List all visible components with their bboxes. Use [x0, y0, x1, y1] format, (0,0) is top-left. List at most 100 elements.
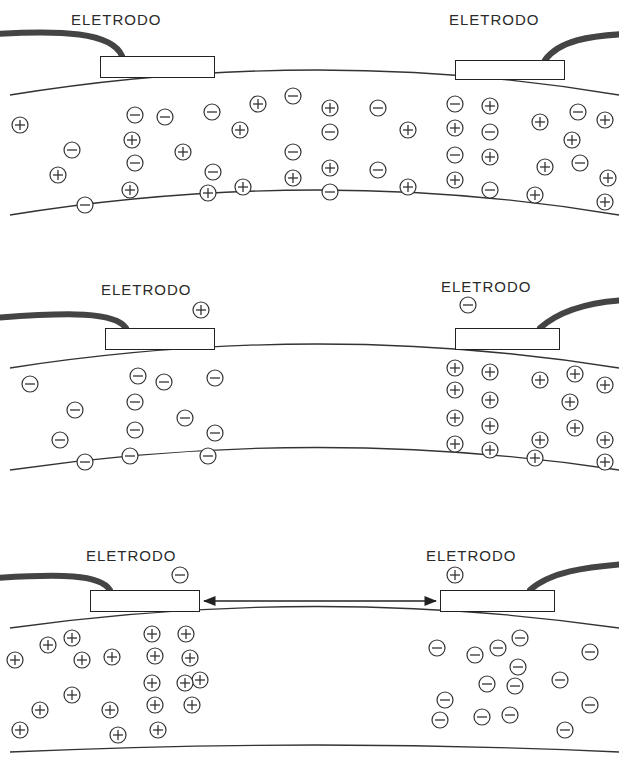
ion-circle — [512, 630, 528, 646]
ion-sign — [539, 375, 540, 385]
positive-ion — [12, 722, 28, 738]
ion-sign — [81, 655, 82, 665]
ion-circle — [482, 392, 498, 408]
electrode-label: ELETRODO — [449, 11, 540, 28]
negative-ion — [552, 672, 568, 688]
ion-sign — [560, 729, 570, 730]
electrode-wire — [0, 576, 110, 590]
positive-ion — [482, 149, 498, 165]
ion-sign — [39, 705, 40, 715]
positive-ion — [235, 179, 251, 195]
positive-ion — [400, 179, 416, 195]
ion-circle — [322, 160, 338, 176]
ion-circle — [322, 100, 338, 116]
ion-circle — [127, 422, 143, 438]
ion-sign — [25, 383, 35, 384]
positive-ion — [64, 687, 80, 703]
positive-ion — [400, 122, 416, 138]
positive-ion — [562, 394, 578, 410]
negative-ion — [429, 640, 445, 656]
negative-ion — [67, 402, 83, 418]
ion-sign — [159, 381, 169, 382]
ion-circle — [322, 184, 338, 200]
ion-sign — [130, 401, 140, 402]
ion-circle — [40, 637, 56, 653]
positive-ion — [74, 652, 90, 668]
ion-sign — [571, 135, 572, 145]
ion-sign — [154, 651, 155, 661]
ion-circle — [12, 722, 28, 738]
ion-circle — [177, 675, 193, 691]
ion-sign — [515, 637, 525, 638]
positive-ion — [144, 626, 160, 642]
ion-sign — [539, 435, 540, 445]
ion-circle — [567, 420, 583, 436]
positive-ion — [597, 454, 613, 470]
ion-circle — [537, 159, 553, 175]
negative-ion — [447, 96, 463, 112]
electrode-wire — [0, 32, 122, 56]
negative-ion — [52, 432, 68, 448]
ion-sign — [485, 189, 495, 190]
positive-ion — [567, 366, 583, 382]
negative-ion — [207, 370, 223, 386]
electrode-label: ELETRODO — [86, 547, 177, 564]
ion-circle — [527, 450, 543, 466]
ion-sign — [539, 117, 540, 127]
negative-ion — [22, 376, 38, 392]
ion-circle — [582, 697, 598, 713]
ion-sign — [325, 131, 335, 132]
ion-sign — [151, 629, 152, 639]
positive-ion — [597, 377, 613, 393]
ion-sign — [585, 704, 595, 705]
ion-sign — [454, 439, 455, 449]
electrode-label: ELETRODO — [426, 547, 517, 564]
ion-sign — [154, 700, 155, 710]
ion-sign — [482, 683, 492, 684]
positive-ion — [150, 722, 166, 738]
ion-circle — [50, 167, 66, 183]
double-arrow — [204, 600, 436, 602]
ion-circle — [322, 124, 338, 140]
ion-sign — [450, 103, 460, 104]
positive-ion — [447, 360, 463, 376]
ion-sign — [210, 377, 220, 378]
positive-ion — [482, 392, 498, 408]
positive-ion — [192, 672, 208, 688]
positive-ion — [564, 132, 580, 148]
ion-circle — [532, 114, 548, 130]
ion-sign — [407, 182, 408, 192]
ion-sign — [607, 173, 608, 183]
ion-circle — [400, 122, 416, 138]
negative-ion — [572, 155, 588, 171]
ion-sign — [604, 115, 605, 125]
ion-sign — [288, 95, 298, 96]
ion-circle — [502, 707, 518, 723]
negative-ion — [570, 104, 586, 120]
negative-ion — [177, 410, 193, 426]
electrode-label: ELETRODO — [101, 281, 192, 298]
ion-circle — [447, 120, 463, 136]
ion-circle — [74, 652, 90, 668]
ion-sign — [288, 151, 298, 152]
ion-sign — [109, 705, 110, 715]
positive-ion — [175, 144, 191, 160]
positive-ion — [447, 410, 463, 426]
positive-ion — [7, 652, 23, 668]
positive-ion — [40, 637, 56, 653]
positive-ion — [482, 98, 498, 114]
positive-ion — [102, 702, 118, 718]
negative-ion — [205, 164, 221, 180]
ion-circle — [597, 194, 613, 210]
negative-ion — [285, 144, 301, 160]
electrode-label: ELETRODO — [71, 11, 162, 28]
ion-sign — [19, 725, 20, 735]
electrode-plate: ELETRODO — [455, 328, 560, 350]
ion-sign — [534, 190, 535, 200]
ion-sign — [454, 123, 455, 133]
ion-sign — [131, 135, 132, 145]
ion-sign — [575, 162, 585, 163]
electrode-plate: ELETRODO — [105, 328, 215, 350]
electrode-wire — [545, 34, 619, 60]
positive-ion — [597, 432, 613, 448]
